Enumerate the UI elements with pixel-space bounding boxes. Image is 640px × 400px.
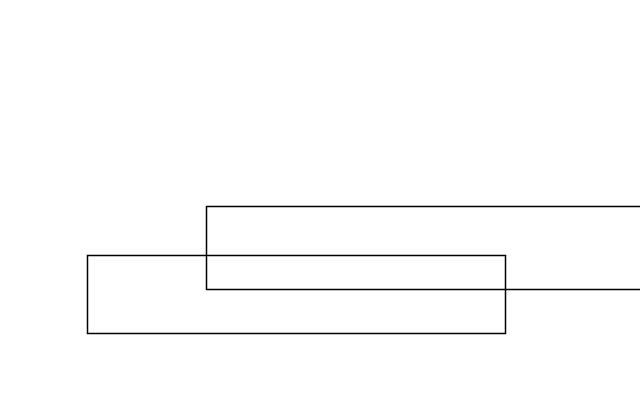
rectangle-lower-left [86,254,507,335]
rectangle-upper-right [205,205,640,291]
